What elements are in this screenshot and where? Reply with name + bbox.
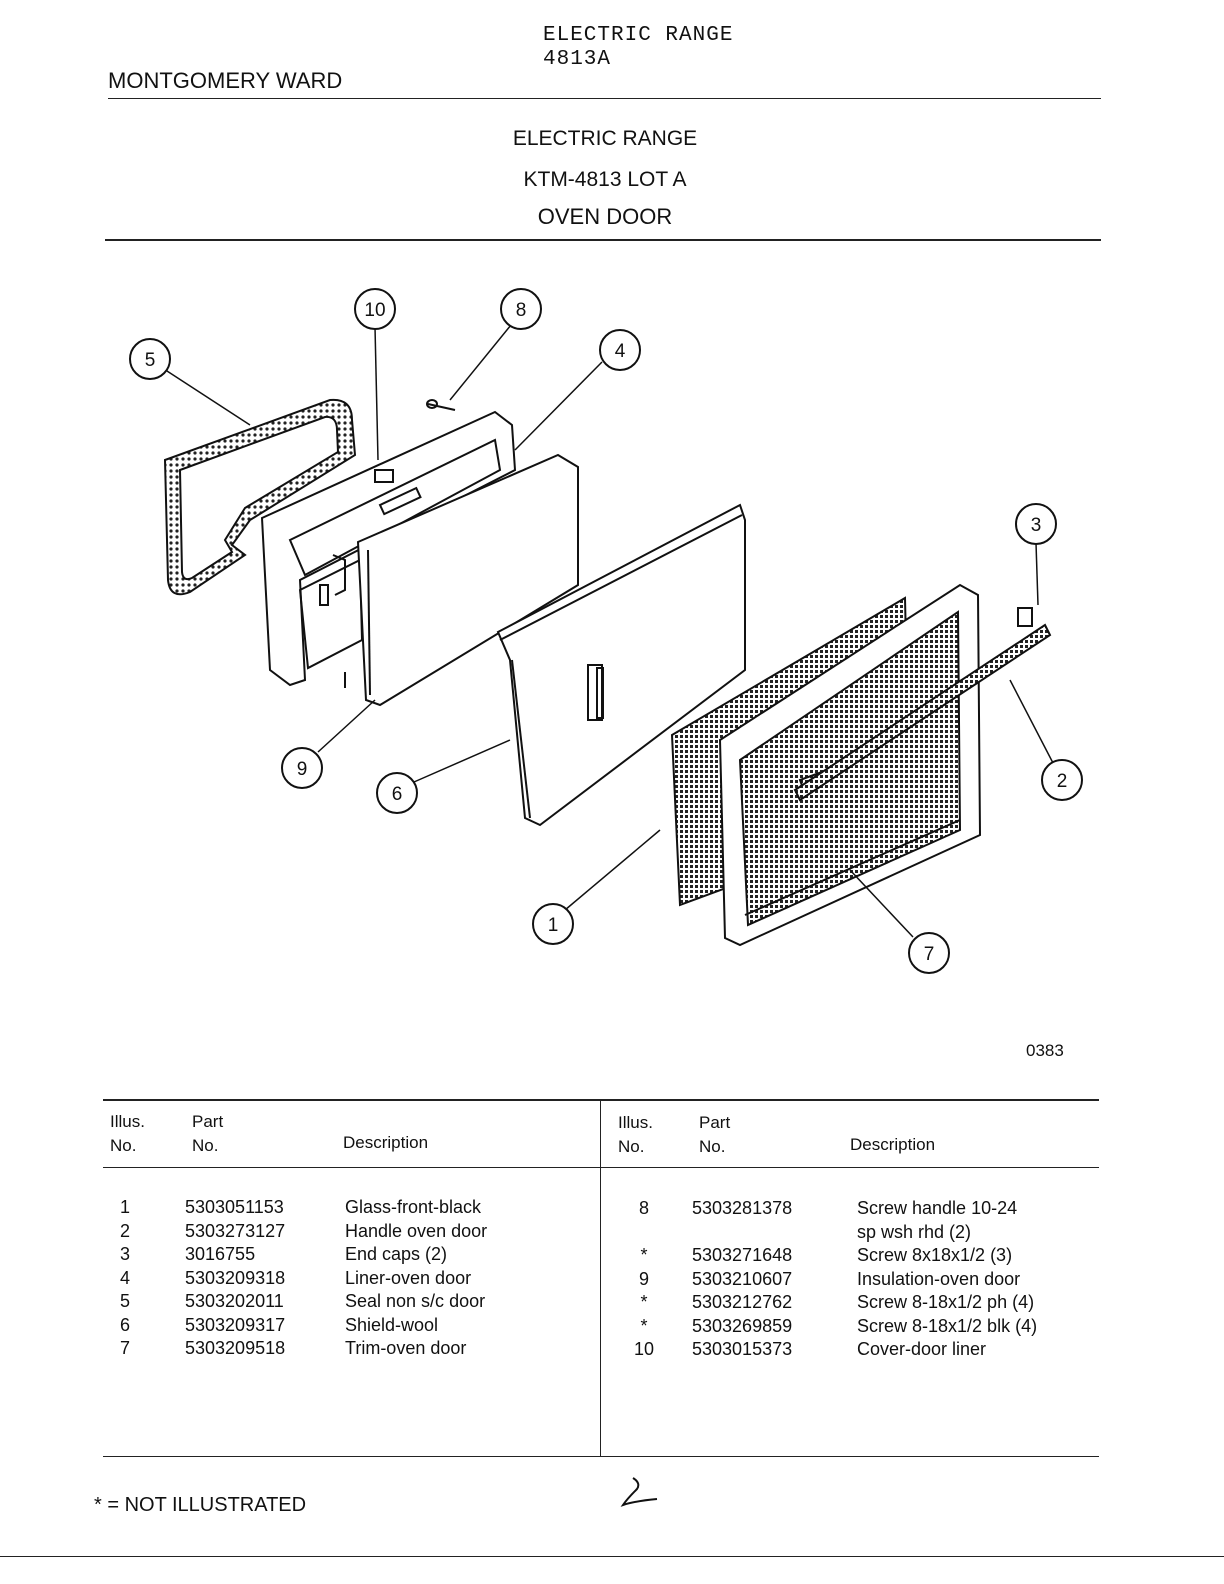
callout-1: 1 — [532, 903, 574, 945]
leader-lines — [166, 324, 1054, 938]
svg-text:9: 9 — [297, 759, 308, 780]
liner-part — [260, 410, 517, 687]
svg-text:5: 5 — [145, 350, 156, 371]
end-cap-part — [1017, 607, 1033, 627]
callout-2: 2 — [1041, 759, 1083, 801]
title-rule — [105, 239, 1101, 241]
header-rule — [108, 98, 1101, 99]
shield-part — [496, 503, 746, 827]
insulation-part — [356, 453, 579, 707]
screw-part — [426, 399, 456, 411]
seal-part — [163, 398, 357, 596]
callout-8: 8 — [500, 288, 542, 330]
page-bottom-rule — [0, 1556, 1224, 1557]
table-header-rule — [103, 1167, 1099, 1168]
svg-text:6: 6 — [392, 784, 403, 805]
section-subtitle: OVEN DOOR — [537, 204, 673, 229]
callout-4: 4 — [599, 329, 641, 371]
figure-code: 0383 — [1026, 1041, 1064, 1060]
svg-text:10: 10 — [364, 300, 385, 321]
illus-header-right: Illus. No. — [618, 1113, 653, 1156]
table-divider — [600, 1100, 601, 1457]
section-title: ELECTRIC RANGE — [512, 127, 698, 150]
callout-6: 6 — [376, 772, 418, 814]
brand-name: MONTGOMERY WARD — [108, 68, 343, 93]
table-top-rule — [103, 1099, 1099, 1101]
section-model: KTM-4813 LOT A — [523, 168, 687, 191]
illus-header-left: Illus. No. — [110, 1112, 145, 1155]
model-header: ELECTRIC RANGE 4813A — [543, 24, 733, 72]
callout-7: 7 — [908, 932, 950, 974]
svg-text:7: 7 — [924, 944, 935, 965]
table-bottom-rule — [103, 1456, 1099, 1457]
callout-9: 9 — [281, 747, 323, 789]
part-header-left: Part No. — [192, 1112, 224, 1155]
part-header-right: Part No. — [699, 1113, 731, 1156]
svg-text:3: 3 — [1031, 515, 1042, 536]
callout-10: 10 — [354, 288, 396, 330]
callout-5: 5 — [129, 338, 171, 380]
description-header-right: Description — [850, 1135, 936, 1154]
svg-text:2: 2 — [1057, 771, 1068, 792]
model-title: ELECTRIC RANGE — [543, 24, 734, 47]
table-row: sp wsh rhd (2) — [857, 1221, 972, 1242]
description-header-left: Description — [343, 1133, 429, 1152]
model-number: 4813A — [543, 48, 612, 71]
svg-text:8: 8 — [516, 300, 527, 321]
handle-part — [793, 623, 1052, 802]
svg-text:4: 4 — [615, 341, 626, 362]
not-illustrated-note: * = NOT ILLUSTRATED — [94, 1494, 307, 1516]
svg-text:1: 1 — [548, 915, 559, 936]
handwritten-mark — [620, 1477, 658, 1507]
exploded-oven-door-diagram: 5 10 8 4 3 2 9 6 1 7 — [129, 288, 1083, 974]
callout-3: 3 — [1015, 503, 1057, 545]
